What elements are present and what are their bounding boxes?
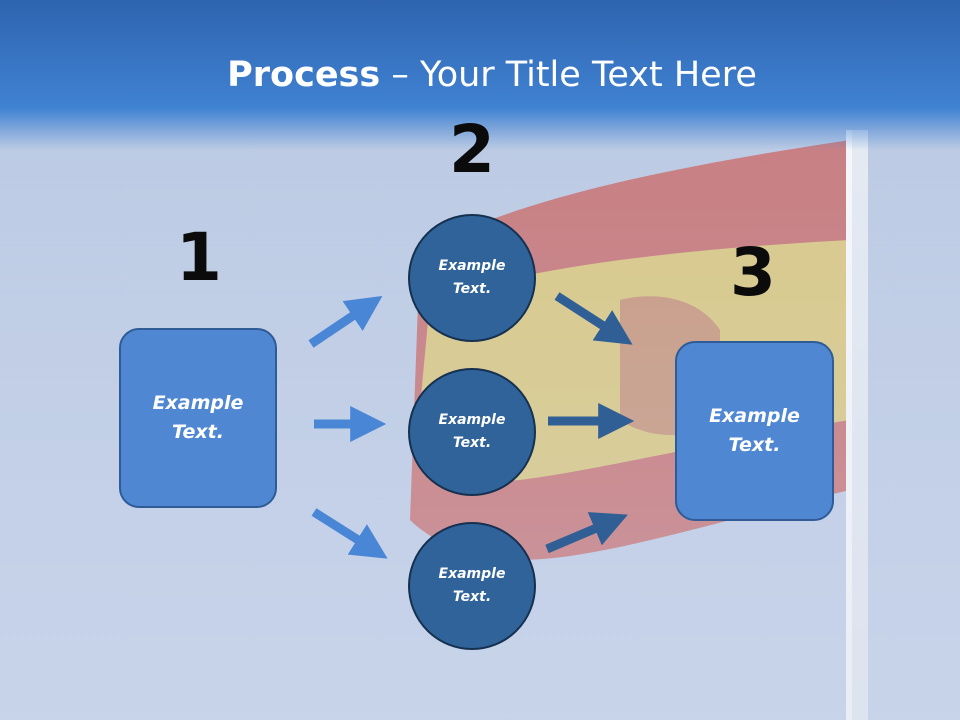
step-3-text: Example Text. — [709, 405, 800, 456]
step-1-text: Example Text. — [152, 392, 244, 443]
title-bar — [0, 0, 960, 150]
step-3-box[interactable]: Example Text. — [675, 341, 834, 521]
page-title: Process – Your Title Text Here — [0, 52, 960, 98]
step-3-number: 3 — [730, 234, 776, 311]
arrow-up-right — [308, 295, 383, 348]
arrow-to-box-bottom — [545, 512, 628, 554]
title-bold: Process — [227, 55, 381, 95]
arrow-down-right — [311, 508, 388, 559]
step-2-circle-bottom-text: Example Text. — [438, 566, 506, 605]
step-2-circle-top[interactable]: Example Text. — [408, 214, 536, 342]
step-2-circle-top-text: Example Text. — [438, 258, 506, 297]
step-2-circle-bottom[interactable]: Example Text. — [408, 522, 536, 650]
step-2-circle-middle-text: Example Text. — [438, 412, 506, 451]
arrow-to-box-top — [554, 292, 633, 345]
step-2-number: 2 — [449, 111, 495, 188]
step-1-number: 1 — [176, 219, 222, 296]
step-1-box[interactable]: Example Text. — [119, 328, 277, 508]
step-2-circle-middle[interactable]: Example Text. — [408, 368, 536, 496]
title-rest: – Your Title Text Here — [380, 55, 757, 95]
